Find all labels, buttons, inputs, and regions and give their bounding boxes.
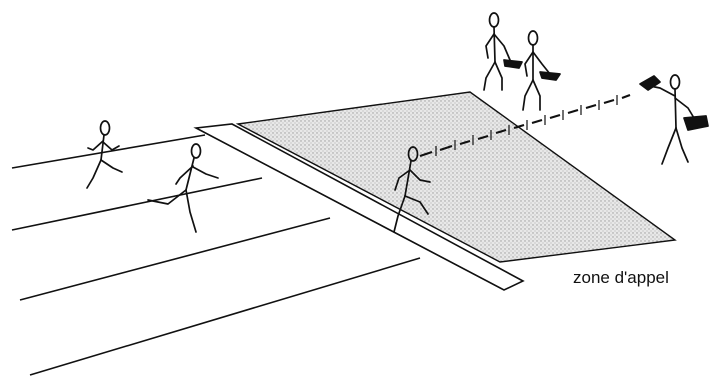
official-measuring-clipboard: [684, 116, 708, 130]
official-1-clipboard: [504, 60, 522, 68]
official-2: [523, 31, 560, 110]
lane-line-2: [12, 178, 262, 230]
lane-line-4: [30, 258, 420, 375]
official-2-head: [529, 31, 538, 45]
lane-line-3: [20, 218, 330, 300]
official-measuring-head: [671, 75, 680, 89]
runner-middle: [148, 144, 218, 232]
lane-line-1: [12, 135, 205, 168]
official-1-head: [490, 13, 499, 27]
official-measuring: [640, 75, 708, 164]
official-1: [484, 13, 522, 90]
takeoff-zone-label: zone d'appel: [573, 268, 669, 288]
runner-middle-head: [192, 144, 201, 158]
official-2-clipboard: [540, 72, 560, 80]
runner-far-head: [101, 121, 110, 135]
